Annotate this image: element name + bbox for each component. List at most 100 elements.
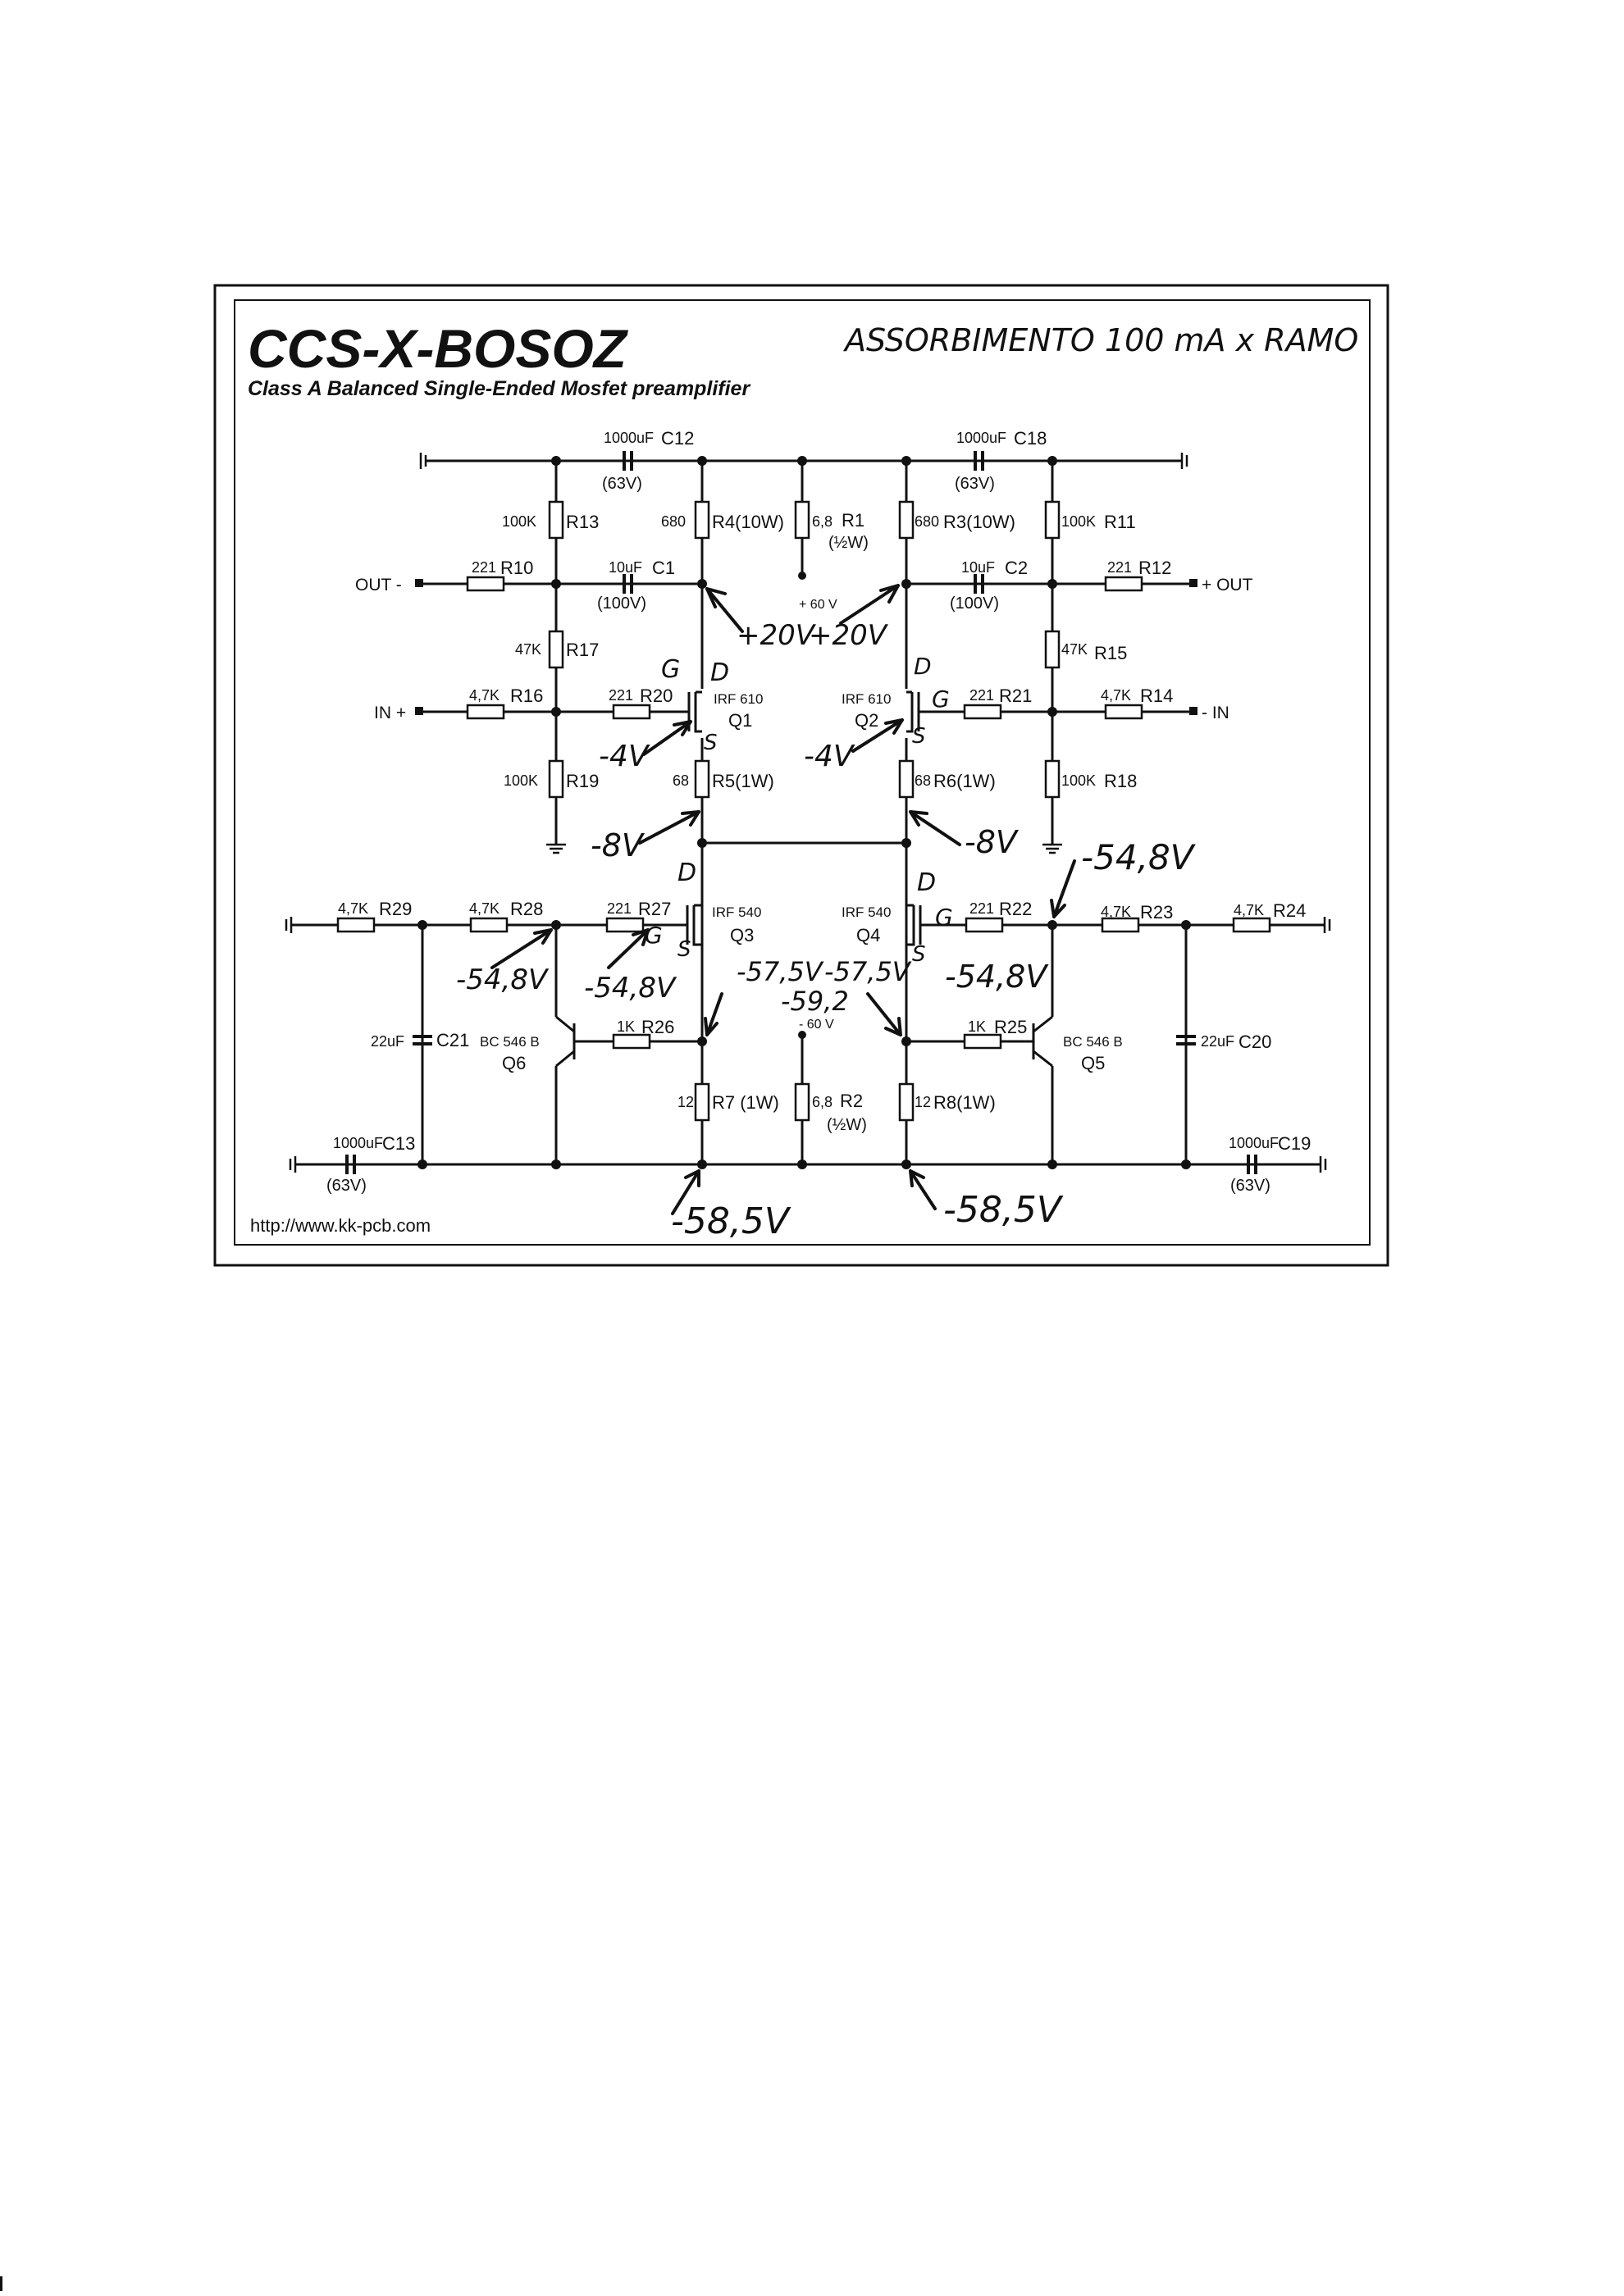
r2-ref: R2 xyxy=(840,1091,863,1111)
hw-minus548-b: -54,8V xyxy=(456,963,550,996)
hw-g-q2: G xyxy=(932,686,950,713)
r18-ref: R18 xyxy=(1104,771,1137,791)
inner-frame xyxy=(234,299,1371,1246)
q5-ref: Q5 xyxy=(1081,1053,1105,1073)
r20-value: 221 xyxy=(609,687,633,704)
r6-value: 68 xyxy=(915,772,931,789)
c18-ref: C18 xyxy=(1014,428,1047,449)
mosfet-symbols xyxy=(686,690,922,946)
c18-value: 1000uF xyxy=(956,430,1006,446)
r5-value: 68 xyxy=(673,772,689,789)
r10-ref: R10 xyxy=(500,558,533,578)
c1-value: 10uF xyxy=(609,559,642,576)
r22-ref: R22 xyxy=(999,899,1032,919)
hw-minus8-left: -8V xyxy=(591,827,645,863)
r11-value: 100K xyxy=(1061,513,1096,530)
r12-value: 221 xyxy=(1107,559,1132,576)
r8-ref: R8(1W) xyxy=(933,1092,996,1113)
r14-ref: R14 xyxy=(1140,686,1173,706)
junction-dots xyxy=(417,456,1191,1169)
hw-d-q4: D xyxy=(917,868,936,897)
c13-value: 1000uF xyxy=(333,1135,383,1151)
r7-ref: R7 (1W) xyxy=(712,1092,779,1113)
r4-ref: R4(10W) xyxy=(712,512,784,532)
r25-ref: R25 xyxy=(994,1017,1027,1037)
hw-plus20-b: +20V xyxy=(809,619,889,652)
r2-value: 6,8 xyxy=(812,1094,833,1110)
r16-value: 4,7K xyxy=(469,687,500,704)
hw-minus585-right: -58,5V xyxy=(943,1189,1064,1231)
page-subtitle: Class A Balanced Single-Ended Mosfet pre… xyxy=(248,377,750,400)
r29-value: 4,7K xyxy=(338,900,368,917)
hw-minus585-left: -58,5V xyxy=(671,1200,791,1242)
q2-ref: Q2 xyxy=(855,710,878,731)
r16-ref: R16 xyxy=(510,686,543,706)
q4-ref: Q4 xyxy=(856,925,880,945)
hw-minus548-c: -54,8V xyxy=(584,972,677,1004)
c19-value: 1000uF xyxy=(1229,1135,1279,1151)
hw-minus548-a: -54,8V xyxy=(1081,837,1197,877)
resistor-bodies xyxy=(336,500,1271,1122)
c19-rating: (63V) xyxy=(1230,1177,1270,1195)
r27-value: 221 xyxy=(607,900,632,917)
r19-value: 100K xyxy=(504,772,538,789)
c20-value: 22uF xyxy=(1201,1033,1234,1050)
bjt-symbols xyxy=(555,1015,1053,1068)
c21-value: 22uF xyxy=(371,1033,404,1050)
hw-minus8-right: -8V xyxy=(965,824,1020,860)
hw-g-q1: G xyxy=(661,655,680,684)
r28-ref: R28 xyxy=(510,899,543,919)
r1-ref: R1 xyxy=(842,510,864,531)
r24-ref: R24 xyxy=(1273,900,1306,921)
r15-value: 47K xyxy=(1061,641,1088,658)
q1-type: IRF 610 xyxy=(714,691,763,707)
r21-value: 221 xyxy=(969,687,994,704)
hw-s-q2: S xyxy=(912,724,926,749)
out-minus-label: OUT - xyxy=(355,576,402,594)
r22-value: 221 xyxy=(969,900,994,917)
q1-ref: Q1 xyxy=(728,710,752,731)
r8-value: 12 xyxy=(915,1094,931,1110)
r19-ref: R19 xyxy=(566,771,599,791)
c2-rating: (100V) xyxy=(950,594,999,613)
r1-value: 6,8 xyxy=(812,513,833,530)
r13-value: 100K xyxy=(502,513,536,530)
in-minus-label: - IN xyxy=(1202,704,1229,722)
hw-g-q3: G xyxy=(645,922,663,949)
r7-value: 12 xyxy=(677,1094,694,1110)
c20-ref: C20 xyxy=(1239,1032,1271,1052)
r29-ref: R29 xyxy=(379,899,412,919)
c1-ref: C1 xyxy=(652,558,675,578)
r13-ref: R13 xyxy=(566,512,599,532)
r6-ref: R6(1W) xyxy=(933,771,996,791)
hw-minus575-b: -57,5V xyxy=(824,956,912,987)
c13-rating: (63V) xyxy=(326,1177,367,1195)
hw-s-q3: S xyxy=(677,937,691,962)
hw-s-q1: S xyxy=(704,731,718,755)
r15-ref: R15 xyxy=(1094,643,1127,663)
c1-rating: (100V) xyxy=(597,594,646,613)
q3-type: IRF 540 xyxy=(712,904,761,920)
supply-neg-label: - 60 V xyxy=(799,1018,834,1032)
handwritten-annotations: +20V +20V -4V -4V -8V -8V -54,8V -54,8V … xyxy=(456,584,1197,1242)
in-plus-label: IN + xyxy=(374,704,406,722)
r24-value: 4,7K xyxy=(1234,902,1264,918)
r17-value: 47K xyxy=(515,641,541,658)
r21-ref: R21 xyxy=(999,686,1032,706)
hw-d-q3: D xyxy=(677,859,696,887)
c2-value: 10uF xyxy=(961,559,995,576)
c12-value: 1000uF xyxy=(604,430,654,446)
r12-ref: R12 xyxy=(1138,558,1171,578)
r14-value: 4,7K xyxy=(1101,687,1131,704)
q4-type: IRF 540 xyxy=(842,904,891,920)
hw-d-q2: D xyxy=(914,653,932,680)
r27-ref: R27 xyxy=(638,899,671,919)
r10-value: 221 xyxy=(472,559,496,576)
page-title: CCS-X-BOSOZ xyxy=(248,318,629,379)
r3-ref: R3(10W) xyxy=(943,512,1015,532)
c12-rating: (63V) xyxy=(602,475,642,493)
r25-value: 1K xyxy=(968,1018,986,1035)
out-plus-label: + OUT xyxy=(1202,576,1253,594)
hw-minus575-a: -57,5V xyxy=(737,956,824,987)
